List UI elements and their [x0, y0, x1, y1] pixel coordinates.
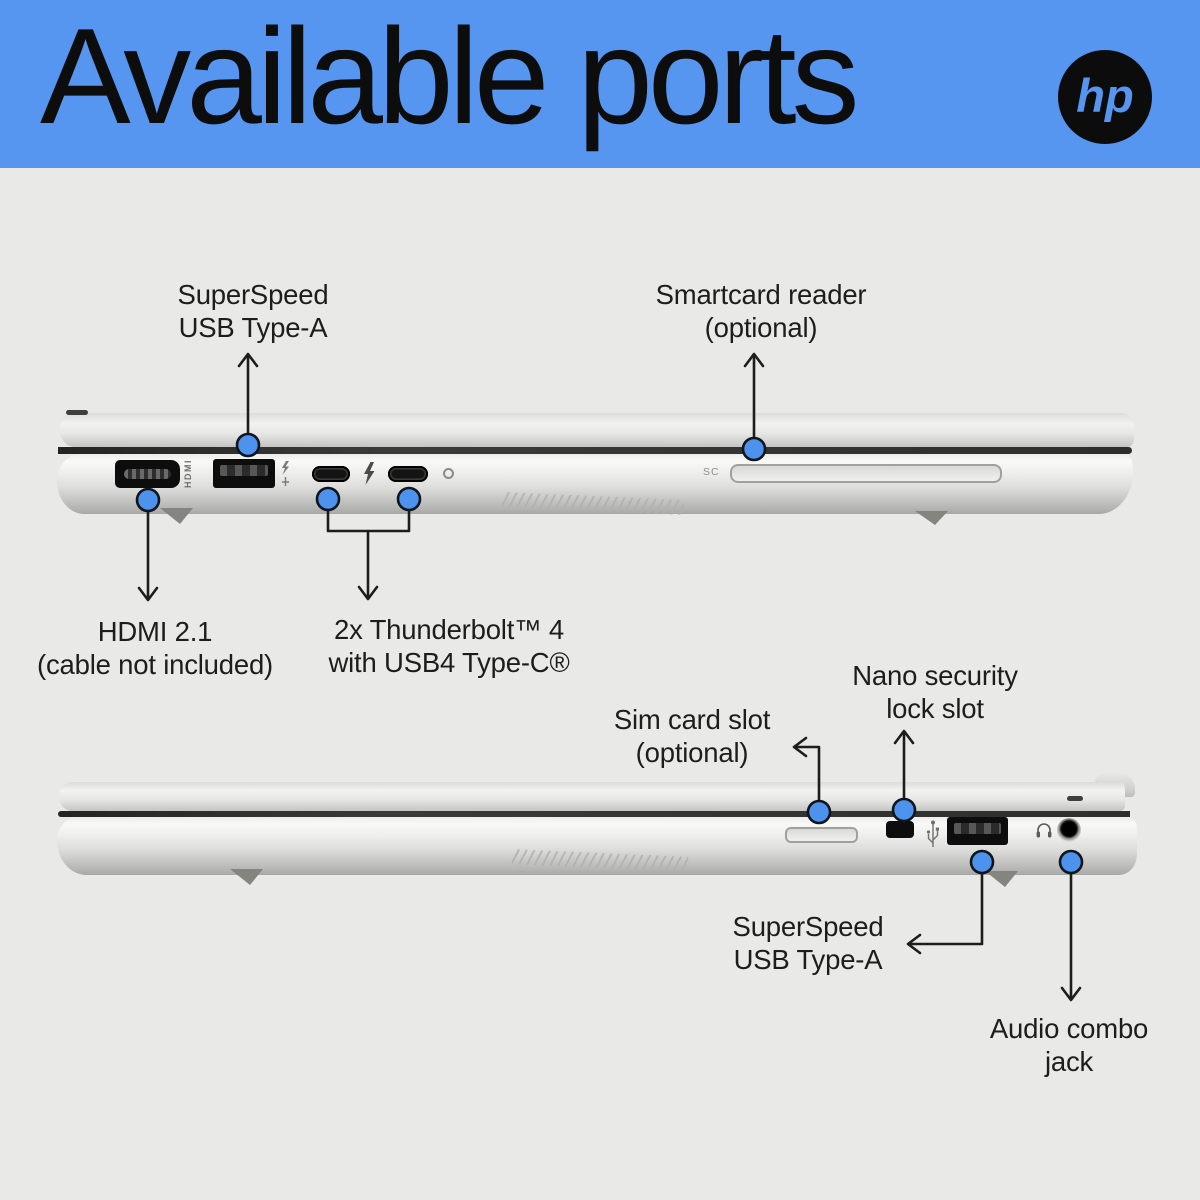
label-line: 2x Thunderbolt™ 4 — [334, 614, 564, 645]
label-line: HDMI 2.1 — [97, 616, 213, 647]
laptop-right-side-view — [57, 765, 1139, 895]
lid-base-gap — [58, 447, 1132, 454]
hp-logo-circle — [1058, 50, 1152, 144]
label-hdmi: HDMI 2.1 (cable not included) — [37, 615, 273, 681]
usb-a-port-bottom — [947, 817, 1008, 845]
label-line: Nano security — [852, 660, 1018, 691]
smartcard-marking: SC — [703, 466, 720, 478]
usb-a-port-top — [213, 459, 275, 488]
laptop-lid — [59, 782, 1125, 811]
rubber-foot — [160, 508, 193, 524]
lid-base-gap — [58, 811, 1130, 817]
rubber-foot — [915, 511, 948, 525]
label-superspeed-usb-a-bottom: SuperSpeed USB Type-A — [733, 910, 884, 976]
label-superspeed-usb-a-top: SuperSpeed USB Type-A — [178, 278, 329, 344]
label-audio-combo-jack: Audio combo jack — [989, 1012, 1149, 1078]
usb-a-port-tongue — [954, 823, 1001, 834]
laptop-left-side-view: HDMI SC — [57, 405, 1139, 535]
rubber-foot — [985, 871, 1018, 887]
label-sim-card-slot: Sim card slot (optional) — [613, 703, 771, 769]
smartcard-reader-slot — [730, 464, 1002, 483]
label-smartcard-reader: Smartcard reader (optional) — [656, 278, 867, 344]
thunderbolt-lightning-icon — [364, 462, 375, 485]
hdmi-port-slot — [124, 469, 171, 479]
laptop-lid — [60, 413, 1134, 447]
status-led — [443, 468, 454, 479]
label-nano-security-lock: Nano security lock slot — [852, 659, 1018, 725]
lid-bumper — [1067, 796, 1083, 801]
label-line: USB Type-A — [178, 312, 328, 343]
label-line: with USB4 Type-C® — [328, 647, 570, 678]
nano-security-lock-slot — [886, 821, 914, 838]
page-title: Available ports — [40, 0, 860, 152]
label-line: USB Type-A — [733, 944, 883, 975]
hp-logo-letters: hp — [1076, 69, 1133, 122]
label-line: lock slot — [886, 693, 984, 724]
superspeed-usb-charging-icon — [282, 461, 289, 486]
label-line: jack — [1044, 1046, 1094, 1077]
label-line: SuperSpeed — [732, 911, 884, 942]
label-line: (cable not included) — [36, 649, 274, 680]
usb-a-port-tongue — [220, 465, 268, 476]
label-line: (optional) — [635, 737, 749, 768]
sim-card-slot — [785, 827, 858, 843]
hdmi-port — [115, 460, 180, 488]
label-line: Smartcard reader — [655, 279, 867, 310]
thunderbolt-usb-c-port-1 — [312, 466, 350, 482]
label-line: (optional) — [704, 312, 818, 343]
headset-icon — [1036, 823, 1052, 838]
superspeed-usb-trident-icon — [926, 820, 939, 847]
label-line: SuperSpeed — [177, 279, 329, 310]
label-line: Audio combo — [989, 1013, 1149, 1044]
thunderbolt-usb-c-port-2 — [388, 466, 428, 482]
label-thunderbolt: 2x Thunderbolt™ 4 with USB4 Type-C® — [328, 613, 569, 679]
rubber-foot — [230, 869, 263, 885]
label-line: Sim card slot — [613, 704, 771, 735]
hp-logo: hp — [1058, 50, 1152, 144]
lid-bumper — [66, 410, 88, 415]
header-band: Available ports hp — [0, 0, 1200, 168]
hdmi-port-marking: HDMI — [183, 459, 193, 488]
audio-combo-jack-port — [1057, 818, 1081, 842]
